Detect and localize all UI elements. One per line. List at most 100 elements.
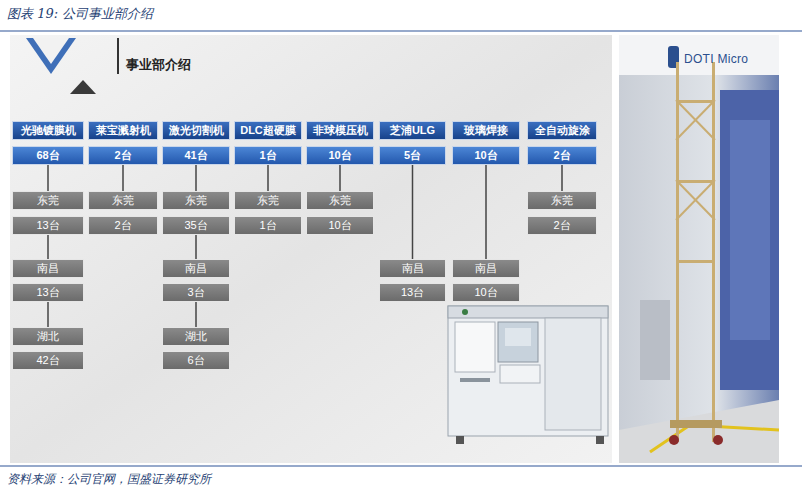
- site-box: 东莞: [88, 191, 158, 210]
- division-box: 芝浦ULG: [379, 121, 446, 140]
- factory-photo: [619, 35, 779, 463]
- box-text: 东莞: [37, 193, 59, 208]
- box-text: 湖北: [37, 329, 59, 344]
- site-box: 湖北: [162, 327, 230, 346]
- division-box: 玻璃焊接: [452, 121, 520, 140]
- division-box: 光驰镀膜机: [12, 121, 84, 140]
- box-text: 南昌: [475, 261, 497, 276]
- box-text: 东莞: [112, 193, 134, 208]
- box-text: 1台: [259, 218, 276, 233]
- site-count-box: 13台: [12, 283, 84, 302]
- box-text: 6台: [187, 353, 204, 368]
- box-text: 东莞: [329, 193, 351, 208]
- box-text: 10台: [474, 148, 497, 163]
- box-text: 湖北: [185, 329, 207, 344]
- section-heading: 事业部介绍: [126, 56, 191, 74]
- division-box: 全自动旋涂: [527, 121, 597, 140]
- site-count-box: 3台: [162, 283, 230, 302]
- box-text: 南昌: [185, 261, 207, 276]
- site-box: 东莞: [12, 191, 84, 210]
- site-count-box: 35台: [162, 216, 230, 235]
- box-text: 2台: [114, 148, 131, 163]
- caption-rule: [0, 465, 802, 466]
- box-text: 莱宝溅射机: [96, 123, 151, 138]
- site-count-box: 10台: [306, 216, 374, 235]
- connector-line: [486, 165, 487, 259]
- connector-line: [48, 235, 49, 259]
- total-count-box: 68台: [12, 146, 84, 165]
- connector-line: [123, 165, 124, 191]
- box-text: 68台: [36, 148, 59, 163]
- division-box: 非球模压机: [306, 121, 374, 140]
- box-text: 东莞: [185, 193, 207, 208]
- site-count-box: 13台: [12, 216, 84, 235]
- box-text: 玻璃焊接: [464, 123, 508, 138]
- connector-line: [412, 165, 413, 259]
- box-text: 42台: [36, 353, 59, 368]
- box-text: 芝浦ULG: [390, 123, 435, 138]
- box-text: 5台: [404, 148, 421, 163]
- figure-title: 图表 19: 公司事业部介绍: [7, 5, 153, 23]
- total-count-box: 1台: [234, 146, 302, 165]
- box-text: 2台: [553, 218, 570, 233]
- site-count-box: 10台: [452, 283, 520, 302]
- box-text: 东莞: [551, 193, 573, 208]
- site-count-box: 2台: [527, 216, 597, 235]
- connector-line: [562, 165, 563, 191]
- box-text: 光驰镀膜机: [21, 123, 76, 138]
- title-rule: [0, 30, 802, 31]
- site-box: 南昌: [379, 259, 446, 278]
- box-text: 非球模压机: [313, 123, 368, 138]
- box-text: 2台: [114, 218, 131, 233]
- site-count-box: 13台: [379, 283, 446, 302]
- site-count-box: 2台: [88, 216, 158, 235]
- site-box: 南昌: [12, 259, 84, 278]
- box-text: 激光切割机: [169, 123, 224, 138]
- division-box: 激光切割机: [162, 121, 230, 140]
- site-box: 东莞: [527, 191, 597, 210]
- logo-text: DOTI Micro: [684, 52, 748, 66]
- box-text: DLC超硬膜: [240, 123, 296, 138]
- box-text: 13台: [36, 218, 59, 233]
- site-box: 南昌: [162, 259, 230, 278]
- box-text: 41台: [184, 148, 207, 163]
- box-text: 10台: [328, 218, 351, 233]
- box-text: 1台: [259, 148, 276, 163]
- connector-line: [196, 165, 197, 191]
- connector-line: [48, 302, 49, 327]
- box-text: 南昌: [402, 261, 424, 276]
- site-count-box: 6台: [162, 351, 230, 370]
- total-count-box: 2台: [88, 146, 158, 165]
- box-text: 13台: [36, 285, 59, 300]
- connector-line: [268, 165, 269, 191]
- connector-line: [196, 235, 197, 259]
- total-count-box: 2台: [527, 146, 597, 165]
- total-count-box: 5台: [379, 146, 446, 165]
- site-box: 湖北: [12, 327, 84, 346]
- box-text: 3台: [187, 285, 204, 300]
- site-box: 南昌: [452, 259, 520, 278]
- site-count-box: 42台: [12, 351, 84, 370]
- total-count-box: 10台: [452, 146, 520, 165]
- source-caption: 资料来源：公司官网，国盛证券研究所: [7, 471, 211, 488]
- box-text: 13台: [401, 285, 424, 300]
- panel: [10, 35, 612, 463]
- site-box: 东莞: [234, 191, 302, 210]
- box-text: 东莞: [257, 193, 279, 208]
- site-box: 东莞: [306, 191, 374, 210]
- machine-illustration: [448, 306, 608, 444]
- box-text: 10台: [474, 285, 497, 300]
- site-count-box: 1台: [234, 216, 302, 235]
- box-text: 南昌: [37, 261, 59, 276]
- box-text: 全自动旋涂: [535, 123, 590, 138]
- connector-line: [196, 302, 197, 327]
- box-text: 35台: [184, 218, 207, 233]
- division-box: 莱宝溅射机: [88, 121, 158, 140]
- division-box: DLC超硬膜: [234, 121, 302, 140]
- total-count-box: 41台: [162, 146, 230, 165]
- site-box: 东莞: [162, 191, 230, 210]
- box-text: 2台: [553, 148, 570, 163]
- box-text: 10台: [328, 148, 351, 163]
